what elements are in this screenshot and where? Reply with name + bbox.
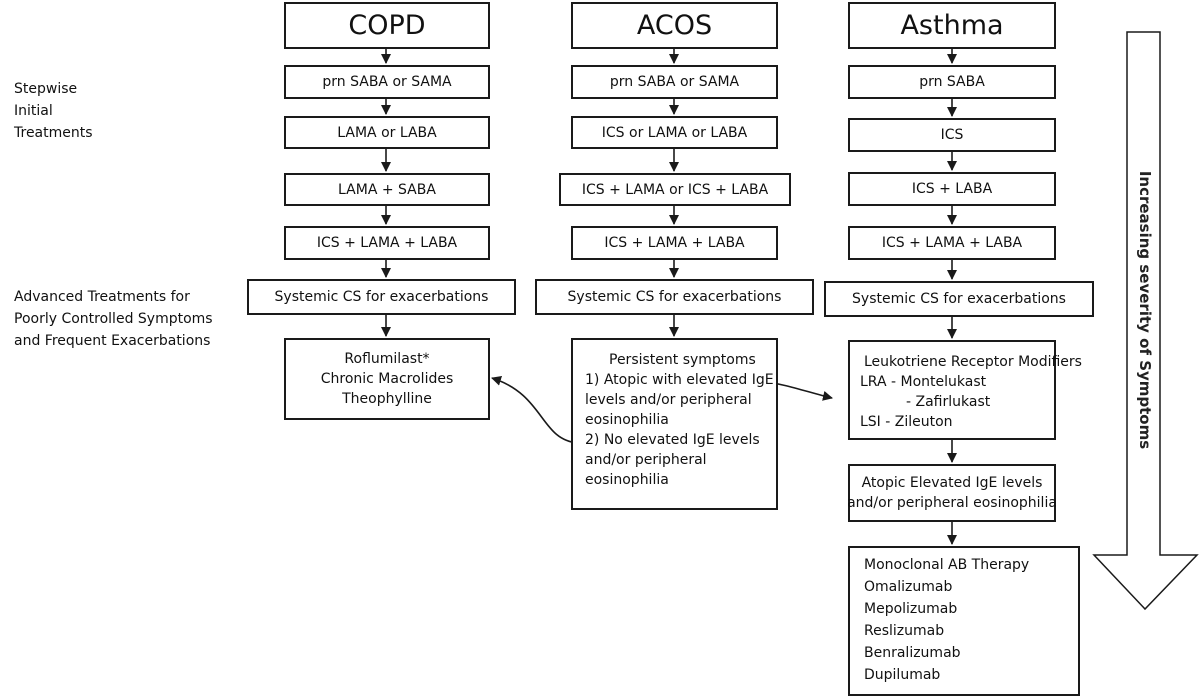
asthma-step-3: ICS + LABA [848,172,1056,206]
stepwise-line-1: Stepwise [14,81,78,97]
acos-persistent-line-2: 1) Atopic with elevated IgE [585,372,774,388]
leukotriene-line-2: LRA - Montelukast [860,374,987,390]
advanced-line-2: Poorly Controlled Symptoms [14,311,213,327]
acos-persistent-line-1: Persistent symptoms [609,352,756,368]
monoclonal-line-2: Omalizumab [864,579,953,595]
copd-advanced-box: Roflumilast* Chronic Macrolides Theophyl… [284,338,490,420]
severity-arrow [1092,31,1199,611]
advanced-line-1: Advanced Treatments for [14,289,190,305]
leukotriene-line-4: LSI - Zileuton [860,414,953,430]
leukotriene-line-1: Leukotriene Receptor Modifiers [864,354,1082,370]
asthma-step-4: ICS + LAMA + LABA [848,226,1056,260]
atopic-line-2: and/or peripheral eosinophilia [847,495,1057,511]
acos-persistent-line-5: 2) No elevated IgE levels [585,432,760,448]
no-ige-to-roflumilast-arrow [491,375,579,444]
copd-step-5: Systemic CS for exacerbations [247,279,516,315]
acos-step-2: ICS or LAMA or LABA [571,116,778,149]
monoclonal-line-1: Monoclonal AB Therapy [864,557,1030,573]
advanced-treatments-label: Advanced Treatments for Poorly Controlle… [14,286,213,352]
monoclonal-line-4: Reslizumab [864,623,945,639]
stepwise-line-2: Initial [14,103,53,119]
header-asthma: Asthma [848,2,1056,49]
leukotriene-line-3: - Zafirlukast [906,394,991,410]
header-copd: COPD [284,2,490,49]
asthma-step-5: Systemic CS for exacerbations [824,281,1094,317]
advanced-line-3: and Frequent Exacerbations [14,333,211,349]
copd-step-2: LAMA or LABA [284,116,490,149]
stepwise-line-3: Treatments [14,125,93,141]
acos-persistent-line-6: and/or peripheral [585,452,707,468]
asthma-leukotriene-box: Leukotriene Receptor Modifiers LRA - Mon… [848,340,1082,440]
copd-advanced-line-3: Theophylline [342,391,432,407]
copd-step-4: ICS + LAMA + LABA [284,226,490,260]
asthma-atopic-box: Atopic Elevated IgE levels and/or periph… [847,464,1057,522]
acos-persistent-box: Persistent symptoms 1) Atopic with eleva… [571,338,778,510]
asthma-step-1: prn SABA [848,65,1056,99]
monoclonal-line-5: Benralizumab [864,645,961,661]
monoclonal-line-6: Dupilumab [864,667,941,683]
acos-persistent-line-7: eosinophilia [585,472,669,488]
acos-step-4: ICS + LAMA + LABA [571,226,778,260]
acos-persistent-line-3: levels and/or peripheral [585,392,752,408]
atopic-line-1: Atopic Elevated IgE levels [861,475,1043,491]
acos-step-1: prn SABA or SAMA [571,65,778,99]
acos-persistent-line-4: eosinophilia [585,412,669,428]
stepwise-initial-label: Stepwise Initial Treatments [14,78,93,144]
copd-step-3: LAMA + SABA [284,173,490,206]
header-acos: ACOS [571,2,778,49]
copd-advanced-line-1: Roflumilast* [344,351,430,367]
acos-step-5: Systemic CS for exacerbations [535,279,814,315]
severity-label: Increasing severity of Symptoms [1136,170,1154,450]
asthma-monoclonal-box: Monoclonal AB Therapy Omalizumab Mepoliz… [848,546,1080,696]
asthma-step-2: ICS [848,118,1056,152]
copd-step-1: prn SABA or SAMA [284,65,490,99]
copd-advanced-line-2: Chronic Macrolides [320,371,454,387]
acos-step-3: ICS + LAMA or ICS + LABA [559,173,791,206]
monoclonal-line-3: Mepolizumab [864,601,958,617]
